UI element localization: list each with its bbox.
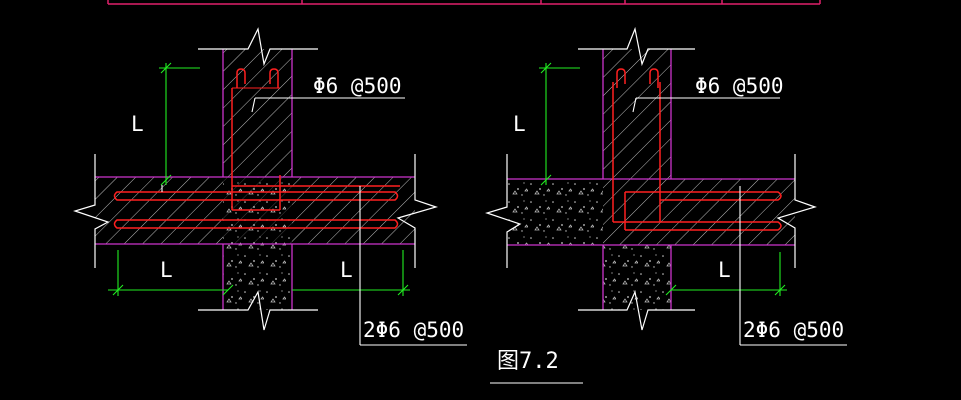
right-dim-vertical-label: L <box>513 112 526 136</box>
left-top-rebar-label: Φ6 @500 <box>313 74 402 98</box>
right-wall-outline <box>507 49 795 310</box>
right-break-lines <box>485 26 817 331</box>
title-frame <box>107 0 821 5</box>
right-dim-right-label: L <box>718 258 731 282</box>
right-wall-junction-detail: L L Φ6 @500 2Φ6 @500 <box>485 26 847 346</box>
left-leaders <box>251 97 467 346</box>
right-bottom-rebar-label: 2Φ6 @500 <box>743 318 844 342</box>
right-dimensions <box>539 62 787 296</box>
left-dim-right-label: L <box>340 258 353 282</box>
right-horizontal-wall-hatch <box>603 179 795 245</box>
right-top-rebar-label: Φ6 @500 <box>695 74 784 98</box>
left-rebar <box>113 68 400 229</box>
left-dim-vertical-label: L <box>131 112 144 136</box>
right-bottom-wall-concrete <box>603 245 671 310</box>
left-dimensions <box>108 62 410 296</box>
right-leaders <box>632 97 847 346</box>
left-wall-junction-detail: L L L Φ6 @500 2Φ6 @500 <box>73 27 467 346</box>
figure-caption-group: 图7.2 <box>490 349 583 384</box>
left-vertical-wall-hatch <box>223 49 292 177</box>
left-bottom-rebar-label: 2Φ6 @500 <box>363 318 464 342</box>
right-left-wall-concrete <box>507 179 603 245</box>
right-rebar <box>612 68 782 231</box>
left-break-lines <box>73 27 439 331</box>
left-dim-left-label: L <box>160 258 173 282</box>
figure-caption: 图7.2 <box>497 349 559 374</box>
left-wall-outline <box>95 49 415 310</box>
